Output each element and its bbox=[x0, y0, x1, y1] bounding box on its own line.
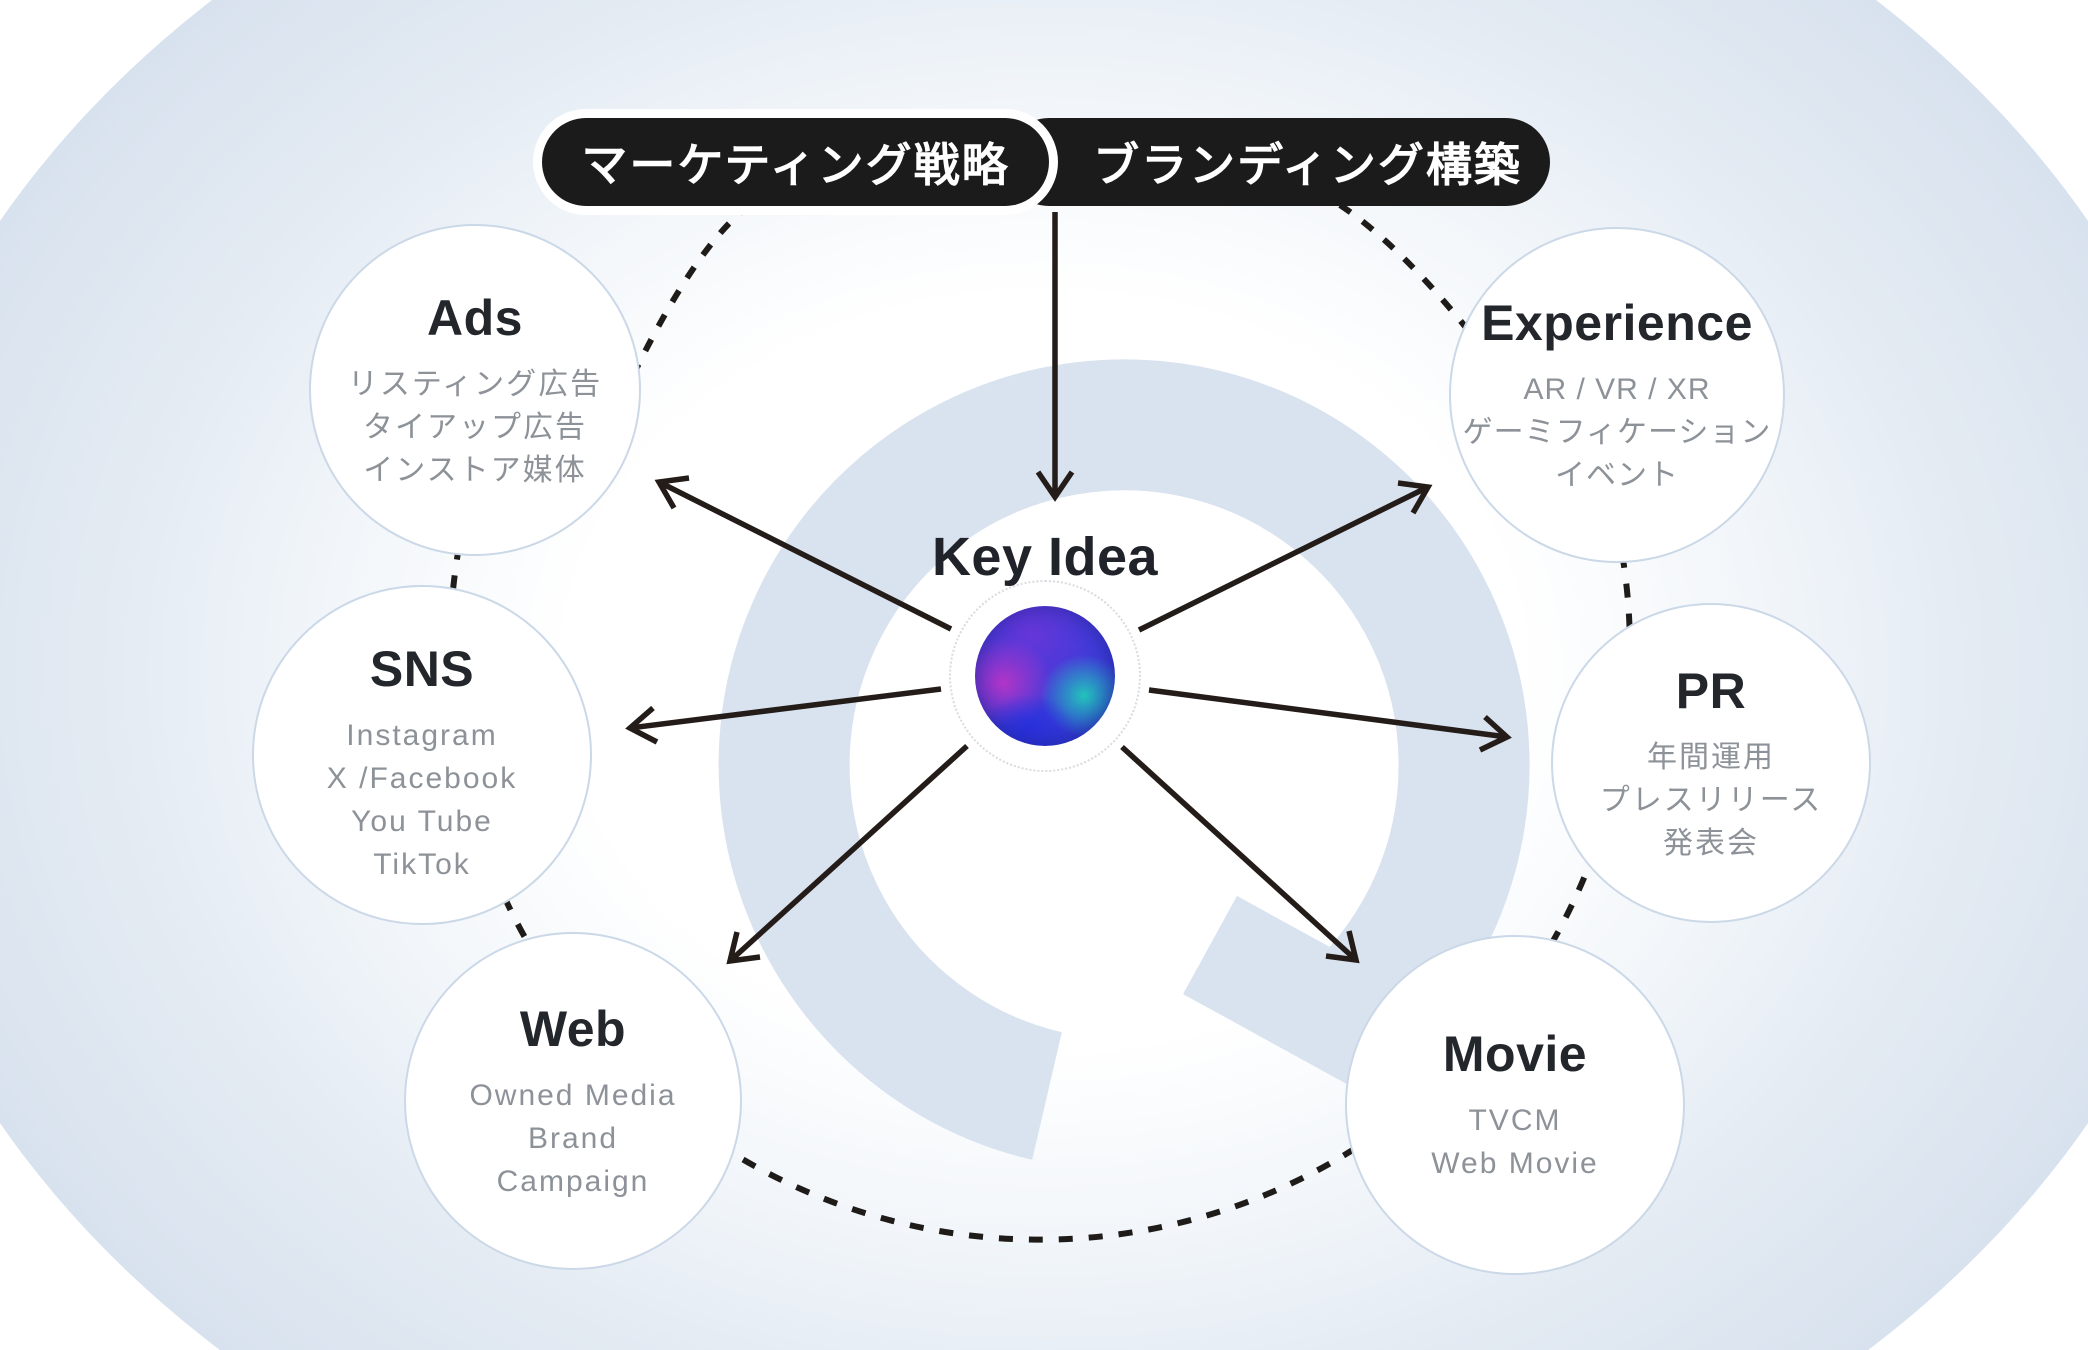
node-item: Brand bbox=[527, 1121, 619, 1155]
node-title: SNS bbox=[369, 641, 475, 697]
node-item: プレスリリース bbox=[1599, 783, 1823, 817]
gradient-orb-icon bbox=[975, 606, 1115, 746]
node-circle-experience: Experience AR / VR / XR ゲーミフィケーション イベント bbox=[1449, 227, 1785, 563]
node-content: SNS Instagram X /Facebook You Tube TikTo… bbox=[327, 640, 517, 886]
node-item: ゲーミフィケーション bbox=[1462, 415, 1772, 449]
node-title: Experience bbox=[1481, 294, 1753, 351]
pill-branding: ブランディング構築 bbox=[1005, 118, 1550, 206]
node-item: 発表会 bbox=[1663, 826, 1759, 860]
node-content: Experience AR / VR / XR ゲーミフィケーション イベント bbox=[1463, 294, 1772, 497]
node-content: Web Owned Media Brand Campaign bbox=[469, 1000, 676, 1203]
node-content: PR 年間運用 プレスリリース 発表会 bbox=[1600, 662, 1823, 865]
pill-branding-label: ブランディング構築 bbox=[1093, 139, 1522, 191]
arrow-from-header-icon bbox=[1035, 212, 1075, 502]
node-title: Ads bbox=[427, 289, 523, 346]
node-content: Movie TVCM Web Movie bbox=[1431, 1025, 1599, 1185]
node-item: X /Facebook bbox=[326, 762, 518, 795]
node-circle-web: Web Owned Media Brand Campaign bbox=[404, 932, 742, 1270]
node-circle-ads: Ads リスティング広告 タイアップ広告 インストア媒体 bbox=[309, 224, 641, 556]
node-title: PR bbox=[1675, 662, 1747, 719]
node-item: リスティング広告 bbox=[347, 367, 603, 401]
key-idea-label: Key Idea bbox=[931, 527, 1159, 587]
node-item: TikTok bbox=[373, 848, 471, 881]
node-circle-pr: PR 年間運用 プレスリリース 発表会 bbox=[1551, 603, 1871, 923]
q-ring bbox=[718, 359, 1530, 1160]
arrow-to-experience-icon bbox=[1137, 480, 1433, 633]
node-item: インストア媒体 bbox=[363, 453, 587, 487]
arrow-to-ads-icon bbox=[654, 475, 953, 632]
node-circle-sns: SNS Instagram X /Facebook You Tube TikTo… bbox=[252, 585, 592, 925]
node-content: Ads リスティング広告 タイアップ広告 インストア媒体 bbox=[348, 289, 602, 492]
node-item: AR / VR / XR bbox=[1523, 372, 1711, 406]
node-item: TVCM bbox=[1468, 1104, 1562, 1137]
node-item: 年間運用 bbox=[1647, 740, 1775, 774]
node-title: Web bbox=[519, 1000, 627, 1057]
arrow-to-web-icon bbox=[726, 743, 969, 965]
arrow-to-pr-icon bbox=[1148, 687, 1512, 753]
node-circle-movie: Movie TVCM Web Movie bbox=[1345, 935, 1685, 1275]
node-title: Movie bbox=[1442, 1026, 1588, 1082]
orbit-connector-left bbox=[623, 202, 752, 392]
arrow-to-sns-icon bbox=[625, 686, 942, 745]
node-item: イベント bbox=[1555, 458, 1679, 492]
arrow-to-movie-icon bbox=[1120, 744, 1360, 964]
orbit-arc bbox=[447, 401, 1633, 1243]
pill-marketing: マーケティング戦略 bbox=[542, 118, 1049, 206]
node-item: Campaign bbox=[496, 1164, 650, 1198]
node-item: You Tube bbox=[351, 805, 493, 838]
node-item: タイアップ広告 bbox=[362, 410, 587, 444]
pill-marketing-label: マーケティング戦略 bbox=[581, 139, 1010, 191]
node-item: Instagram bbox=[346, 719, 498, 752]
node-item: Web Movie bbox=[1431, 1147, 1599, 1180]
node-item: Owned Media bbox=[469, 1078, 677, 1112]
